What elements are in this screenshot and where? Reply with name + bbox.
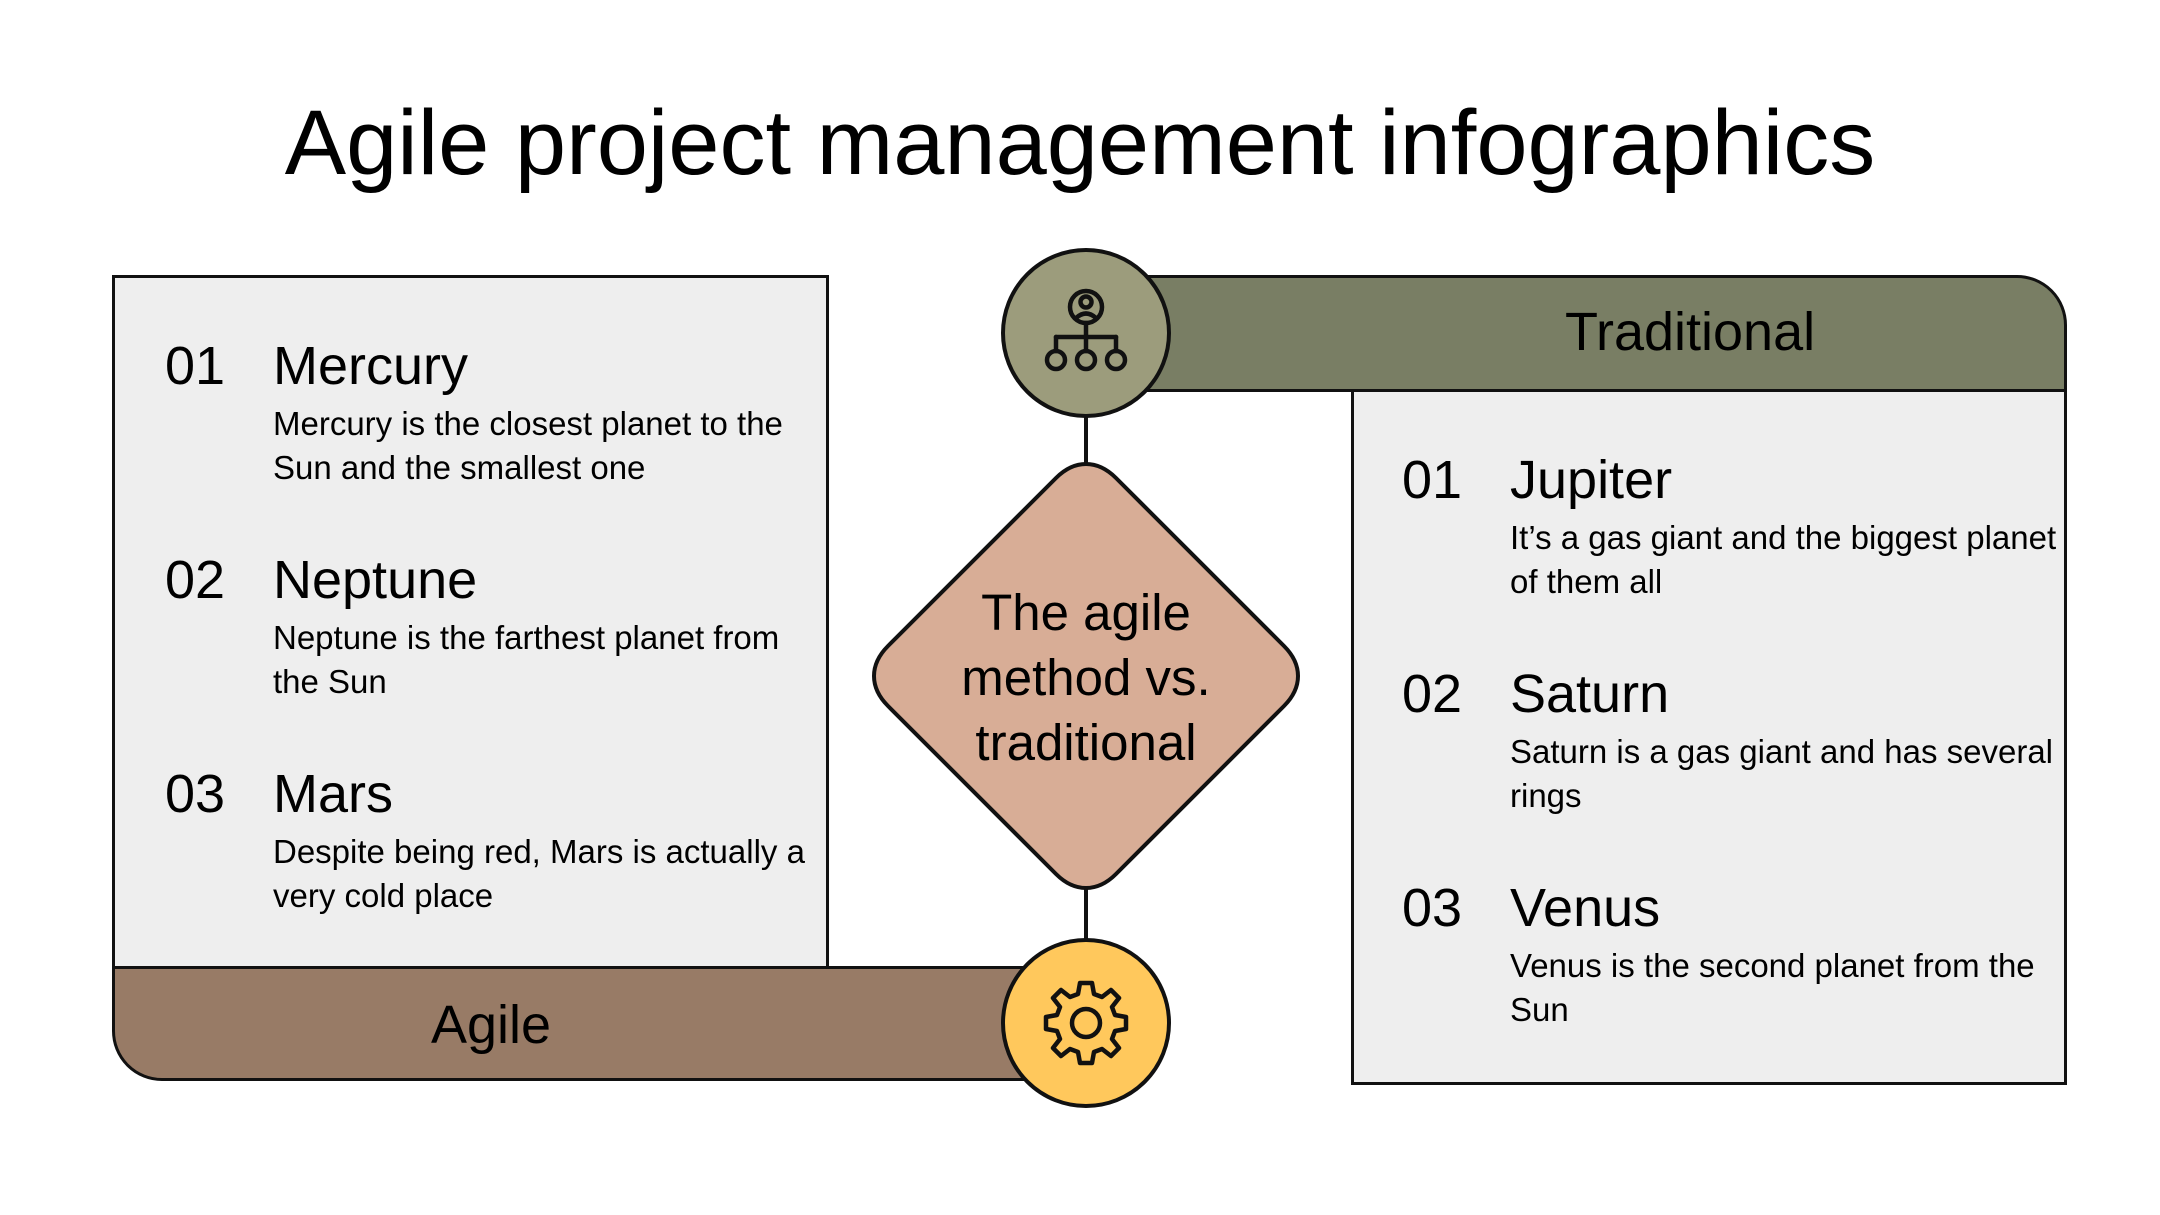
agile-panel: 01 Mercury Mercury is the closest planet… [112,275,829,975]
center-diamond [871,461,1301,891]
item-number: 03 [1402,878,1463,938]
connector-line-top [1084,416,1088,466]
page-title: Agile project management infographics [284,92,1876,194]
item-description: Neptune is the farthest planet from the … [273,619,780,700]
item-description: Saturn is a gas giant and has several ri… [1510,733,2054,814]
traditional-panel: 01 Jupiter It’s a gas giant and the bigg… [1351,385,2067,1085]
item-title: Mars [273,764,393,824]
item-number: 01 [165,336,226,396]
item-title: Venus [1510,878,1661,938]
traditional-label: Traditional [1565,302,1816,362]
item-number: 02 [165,550,226,610]
gear-icon [1043,980,1129,1066]
agile-bar: Agile [112,966,1062,1081]
item-number: 02 [1402,664,1463,724]
item-title: Jupiter [1510,450,1673,510]
agile-label: Agile [431,995,552,1055]
item-number: 03 [165,764,226,824]
item-title: Neptune [273,550,478,610]
connector-line-bottom [1084,886,1088,942]
hierarchy-icon [1044,288,1128,372]
item-title: Mercury [273,336,469,396]
item-description: Mercury is the closest planet to the Sun… [273,405,783,486]
item-number: 01 [1402,450,1463,510]
item-description: It’s a gas giant and the biggest planet … [1510,519,2057,600]
item-title: Saturn [1510,664,1670,724]
item-description: Despite being red, Mars is actually a ve… [273,833,805,914]
item-description: Venus is the second planet from the Sun [1510,947,2035,1028]
agile-icon-circle [1001,938,1171,1108]
center-text: The agile method vs. traditional [961,584,1211,771]
traditional-icon-circle [1001,248,1171,418]
traditional-bar: Traditional [1120,275,2067,392]
